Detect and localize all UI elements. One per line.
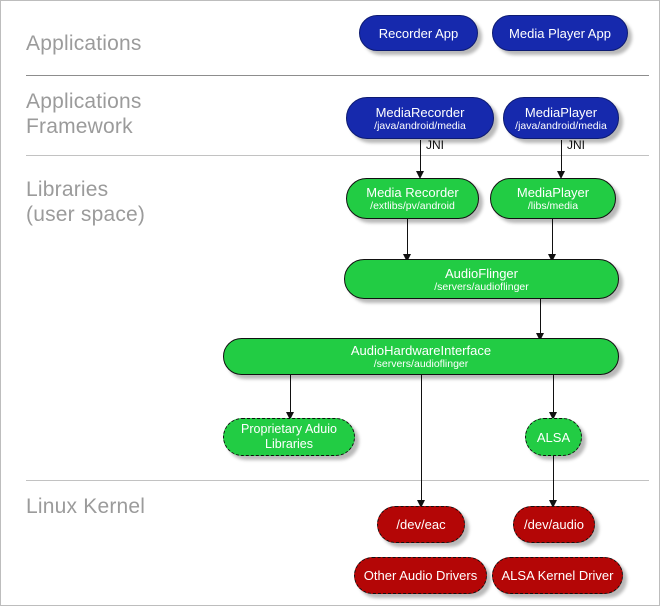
node-media-player-app-title: Media Player App — [509, 25, 611, 41]
connector-audioflinger-audiohw — [540, 299, 541, 339]
connector-alsa-devaudio — [553, 456, 554, 506]
connector-audiohw-deveac — [421, 374, 422, 506]
node-mediaplayer-framework-path: /java/android/media — [515, 119, 607, 132]
node-mediaplayer-framework-title: MediaPlayer — [524, 104, 598, 120]
node-mediaplayer-library-title: MediaPlayer — [516, 185, 590, 200]
node-mediaplayer-framework[interactable]: MediaPlayer /java/android/media — [503, 97, 619, 139]
divider-framework — [26, 155, 649, 156]
arrowhead-audiohw-deveac — [416, 500, 425, 508]
node-dev-audio-title: /dev/audio — [524, 517, 584, 532]
tier-label-linux-kernel: Linux Kernel — [26, 495, 146, 518]
jni-label-right: JNI — [567, 138, 585, 152]
node-dev-eac[interactable]: /dev/eac — [377, 506, 465, 543]
jni-label-left: JNI — [426, 138, 444, 152]
node-audioflinger-path: /servers/audioflinger — [434, 280, 529, 293]
arrowhead-alsa-devaudio — [548, 500, 557, 508]
arrowhead-mediaplayer-audioflinger — [547, 254, 556, 262]
arrowhead-audiohw-alsa — [548, 412, 557, 420]
node-mediaplayer-library-path: /libs/media — [527, 200, 579, 212]
node-alsa-kernel-driver-title: ALSA Kernel Driver — [501, 568, 614, 583]
connector-mediaplayer-audioflinger — [552, 219, 553, 260]
node-media-recorder-library-path: /extlibs/pv/android — [370, 200, 455, 212]
node-mediaplayer-library[interactable]: MediaPlayer /libs/media — [490, 178, 616, 219]
node-proprietary-audio-libraries-title: Proprietary Aduio Libraries — [241, 422, 337, 451]
connector-mediaplayer-jni — [561, 140, 562, 177]
node-media-recorder-library[interactable]: Media Recorder /extlibs/pv/android — [346, 178, 479, 219]
arrowhead-mediarecorder-jni — [415, 171, 424, 179]
node-audiohardwareinterface-path: /servers/audioflinger — [373, 358, 469, 370]
node-dev-eac-title: /dev/eac — [396, 517, 446, 532]
arrowhead-mediarecorder-audioflinger — [402, 254, 411, 262]
node-mediarecorder-framework[interactable]: MediaRecorder /java/android/media — [346, 97, 494, 139]
node-audiohardwareinterface-title: AudioHardwareInterface — [350, 343, 492, 358]
node-mediarecorder-framework-path: /java/android/media — [374, 119, 466, 132]
node-other-audio-drivers[interactable]: Other Audio Drivers — [354, 557, 487, 594]
connector-audiohw-proprietary — [290, 374, 291, 418]
arrowhead-audiohw-proprietary — [285, 412, 294, 420]
arrowhead-mediaplayer-jni — [556, 171, 565, 179]
node-media-recorder-library-title: Media Recorder — [366, 185, 459, 200]
node-audiohardwareinterface[interactable]: AudioHardwareInterface /servers/audiofli… — [223, 338, 619, 375]
node-alsa-kernel-driver[interactable]: ALSA Kernel Driver — [492, 557, 623, 594]
node-recorder-app-title: Recorder App — [378, 25, 459, 41]
divider-applications — [26, 75, 649, 76]
node-audioflinger[interactable]: AudioFlinger /servers/audioflinger — [344, 259, 619, 299]
connector-mediarecorder-jni — [420, 140, 421, 177]
divider-kernel — [26, 480, 649, 481]
arrowhead-audioflinger-audiohw — [535, 333, 544, 341]
node-audioflinger-title: AudioFlinger — [445, 265, 518, 281]
connector-mediarecorder-audioflinger — [407, 219, 408, 260]
node-mediarecorder-framework-title: MediaRecorder — [375, 104, 465, 120]
node-proprietary-audio-libraries[interactable]: Proprietary Aduio Libraries — [223, 418, 355, 456]
node-media-player-app[interactable]: Media Player App — [492, 15, 628, 51]
node-alsa[interactable]: ALSA — [525, 418, 582, 456]
node-other-audio-drivers-title: Other Audio Drivers — [363, 568, 478, 583]
tier-label-libraries: Libraries (user space) — [26, 178, 146, 226]
connector-audiohw-alsa — [553, 374, 554, 418]
tier-label-applications: Applications — [26, 32, 142, 55]
node-recorder-app[interactable]: Recorder App — [359, 15, 478, 51]
tier-label-applications-framework: Applications Framework — [26, 90, 142, 138]
node-alsa-title: ALSA — [536, 429, 571, 445]
node-dev-audio[interactable]: /dev/audio — [513, 506, 595, 543]
